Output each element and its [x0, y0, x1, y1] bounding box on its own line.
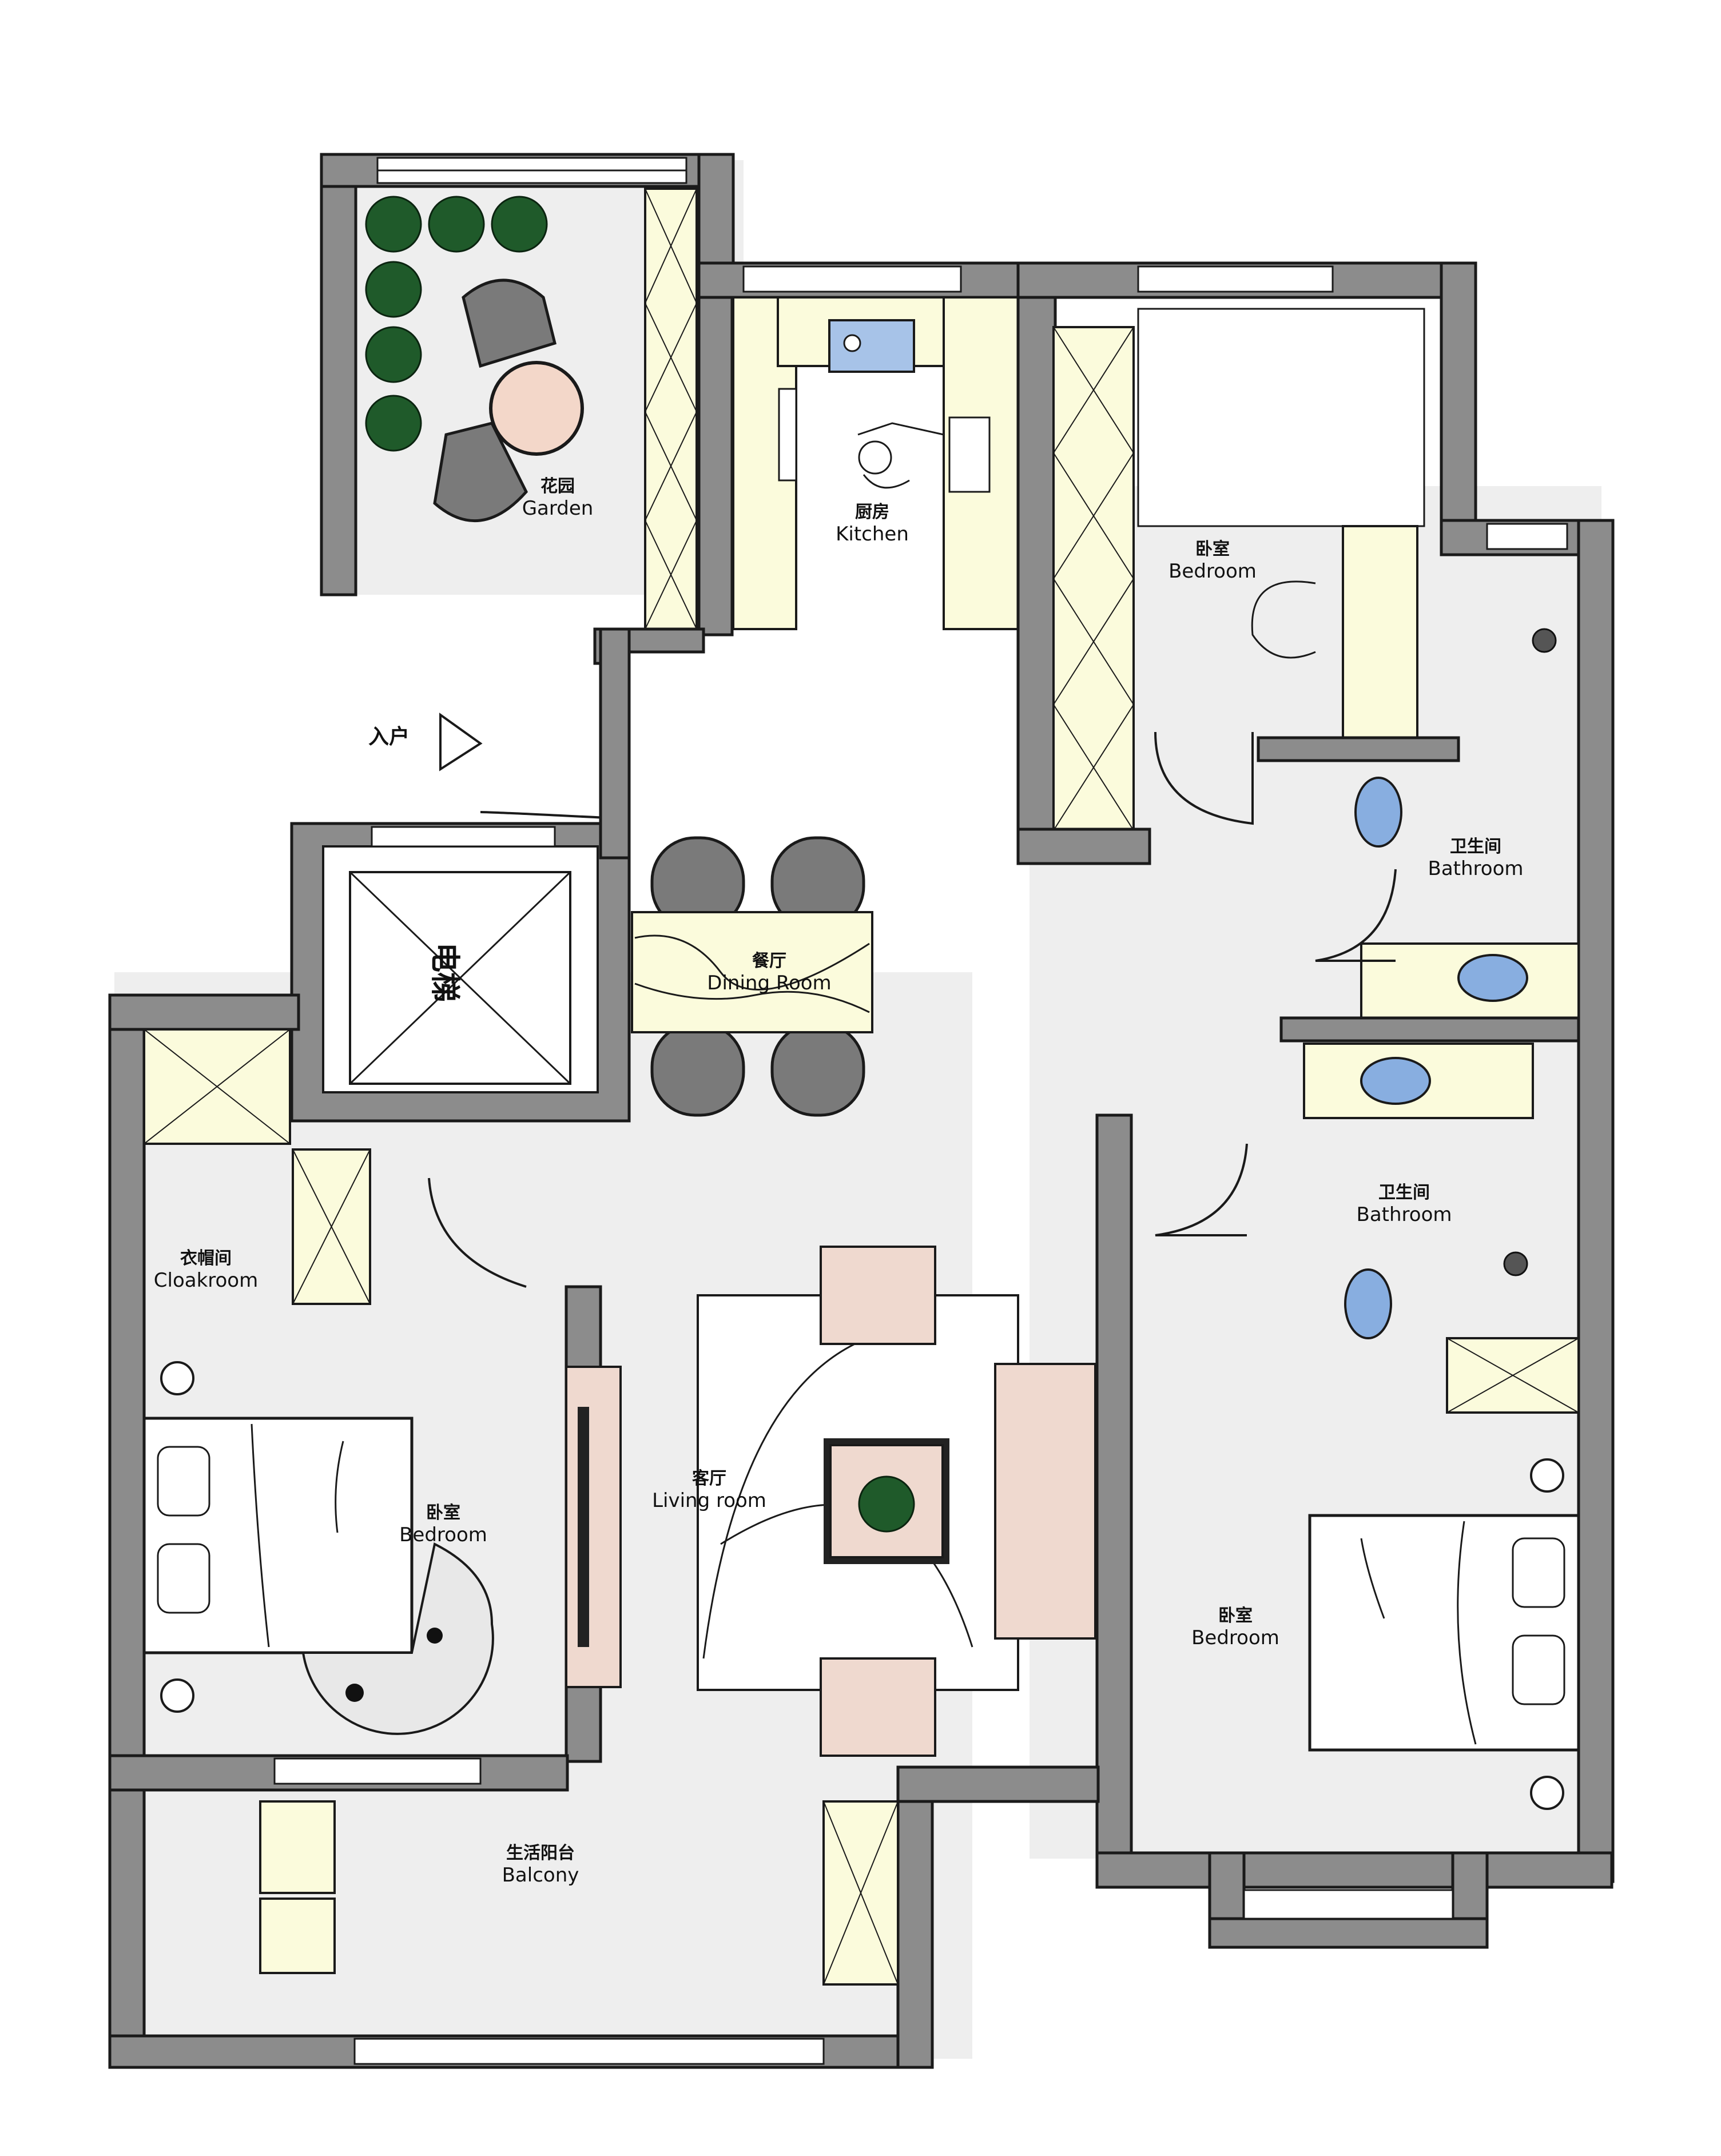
wardrobe [1052, 326, 1135, 832]
bathroom-mid-area: 卫生间 Bathroom [1155, 1016, 1580, 1414]
cloakroom-door[interactable] [428, 1178, 527, 1288]
entrance-label: 入户 [368, 725, 410, 749]
sofa [994, 1363, 1096, 1640]
washer [259, 1898, 336, 1974]
bathroom-north-door[interactable] [1315, 869, 1397, 962]
bedroom-east-label-cn: 卧室 [1218, 1606, 1253, 1626]
balcony-label-cn: 生活阳台 [506, 1843, 575, 1863]
bedroom-east-label-en: Bedroom [1191, 1626, 1279, 1649]
garden-cabinet [644, 188, 698, 630]
garden-label-en: Garden [522, 497, 594, 520]
bathroom-north-label-en: Bathroom [1428, 857, 1524, 880]
garden-chair [462, 279, 557, 368]
plant-icon [365, 326, 422, 383]
basin-icon [1360, 1057, 1431, 1105]
bathroom-mid-label-en: Bathroom [1357, 1203, 1452, 1226]
bedroom-north-label-cn: 卧室 [1195, 539, 1230, 559]
entrance-area: 入户 [368, 627, 631, 820]
dining-table [631, 911, 873, 1033]
dining-chair [770, 1022, 865, 1117]
laundry-sink [259, 1800, 336, 1894]
bathroom-mid-label-cn: 卫生间 [1378, 1183, 1430, 1203]
sink-icon [828, 319, 915, 373]
bedroom-north-door[interactable] [1154, 731, 1254, 825]
bedroom-west-label-cn: 卧室 [426, 1503, 460, 1523]
elevator-area: 电梯 [290, 822, 631, 1123]
desk [1342, 525, 1418, 739]
garden-label-cn: 花园 [540, 476, 575, 496]
bedroom-north-label-en: Bedroom [1168, 560, 1257, 583]
kitchen-label-en: Kitchen [836, 523, 909, 546]
elevator-label: 电梯 [427, 942, 462, 1002]
armchair [820, 1657, 936, 1757]
dining-label-cn: 餐厅 [752, 951, 786, 971]
bathroom-north-label-cn: 卫生间 [1450, 837, 1501, 857]
tv-cabinet [565, 1366, 622, 1688]
garden-round-table [489, 361, 584, 456]
basin-icon [1457, 954, 1528, 1002]
shower-icon [1532, 628, 1557, 653]
armchair [820, 1246, 936, 1345]
shower-icon [1503, 1251, 1528, 1276]
plant-icon [365, 261, 422, 318]
cloakroom-label-cn: 衣帽间 [180, 1248, 232, 1268]
living-label-cn: 客厅 [692, 1469, 726, 1489]
living-label-en: Living room [652, 1489, 766, 1512]
tv [578, 1407, 589, 1647]
bedroom-west-label-en: Bedroom [399, 1523, 487, 1546]
west-wing: 衣帽间 Cloakroom 卧室 Bedroom 生活阳台 Balcony [108, 993, 934, 2069]
entrance-arrow-icon [439, 713, 483, 771]
plant-icon [858, 1475, 915, 1533]
garden-chair [433, 421, 528, 522]
bed-north [1137, 308, 1425, 527]
balcony-label-en: Balcony [502, 1864, 579, 1887]
plant-icon [365, 196, 422, 253]
stove-icon [778, 388, 797, 482]
desk-chair [1251, 580, 1316, 659]
garden-area: 花园 Garden [320, 153, 735, 630]
person-icon [857, 422, 944, 489]
dining-label-en: Dining Room [707, 972, 831, 995]
dining-area: 餐厅 Dining Room [631, 836, 873, 1117]
plant-icon [491, 196, 548, 253]
bedroom-east-area: 卧室 Bedroom [1095, 1113, 1613, 1949]
bathroom-north-area: 卫生间 Bathroom [1257, 519, 1615, 1883]
entrance-door[interactable] [480, 669, 607, 820]
toilet-icon [1344, 1268, 1392, 1339]
cloakroom-label-en: Cloakroom [154, 1269, 258, 1292]
living-area: 客厅 Living room [565, 1246, 1096, 1757]
kitchen-label-cn: 厨房 [855, 502, 889, 522]
bedside-lamp-icon [160, 1678, 194, 1713]
toilet-icon [1354, 777, 1402, 848]
bedside-lamp-icon [160, 1361, 194, 1395]
dish-rack [948, 416, 991, 493]
plant-icon [365, 395, 422, 452]
bedside-lamp-icon [1530, 1458, 1564, 1493]
dining-chair [650, 1022, 745, 1117]
bathroom-mid-door[interactable] [1155, 1143, 1248, 1236]
plant-icon [428, 196, 485, 253]
bedside-lamp-icon [1530, 1776, 1564, 1810]
